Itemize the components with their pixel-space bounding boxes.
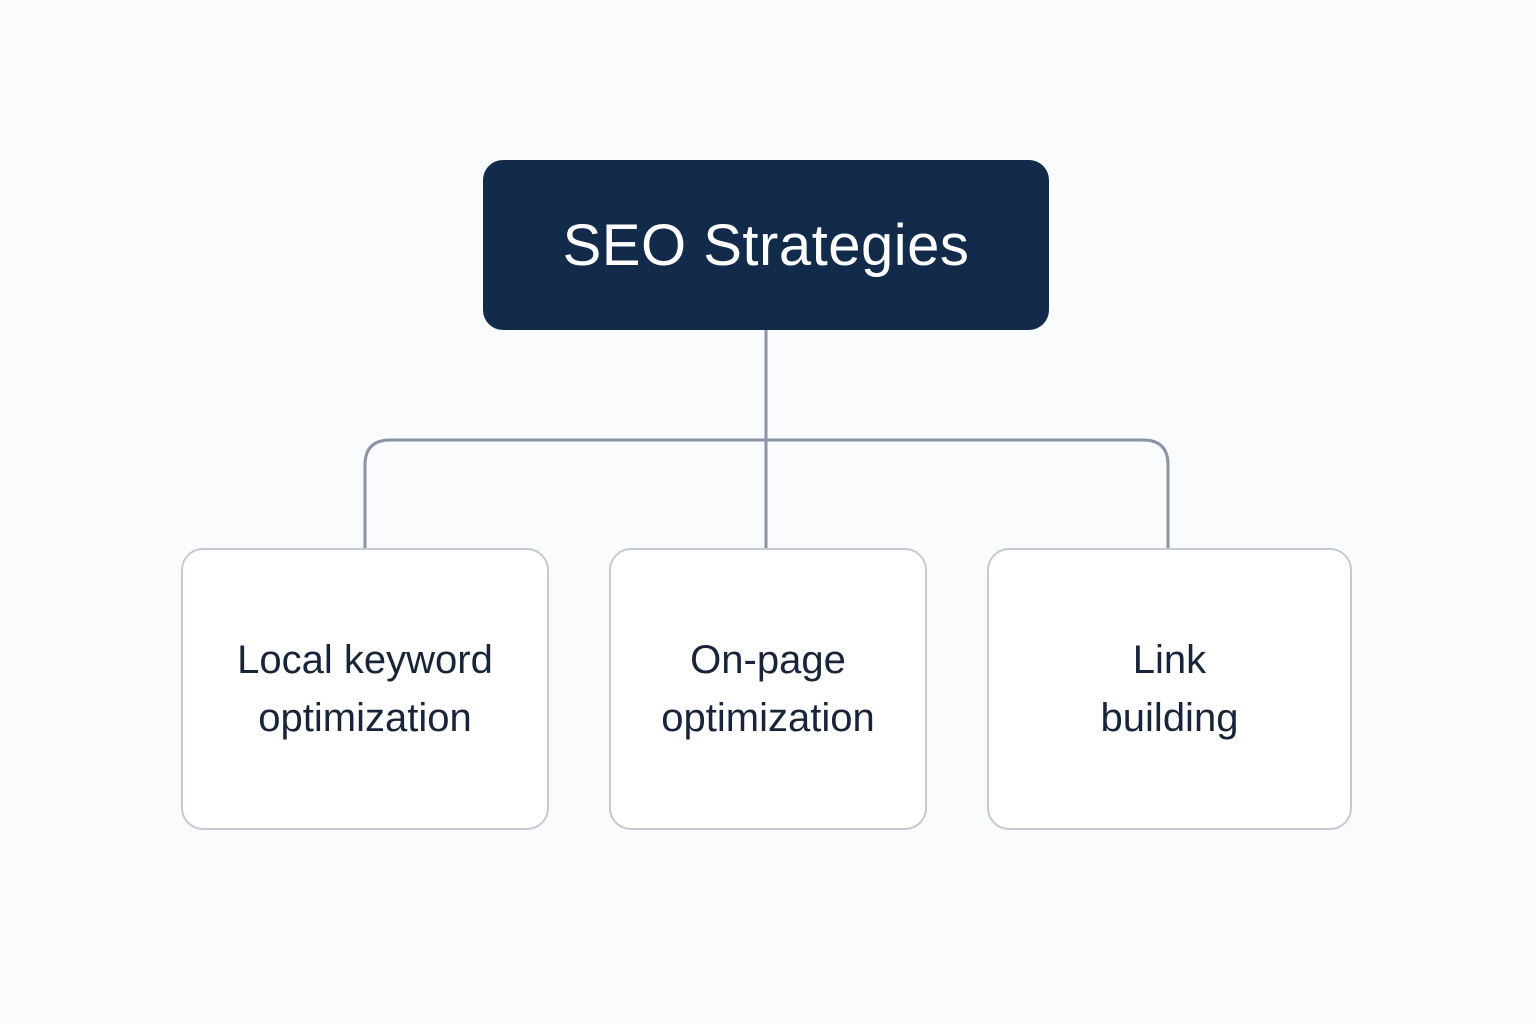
child-node-label: Local keyword optimization	[237, 638, 493, 740]
connector-right-branch	[1142, 438, 1170, 548]
root-node-label: SEO Strategies	[562, 212, 970, 278]
child-node-label: On-page optimization	[661, 638, 875, 740]
connector-left-branch	[363, 438, 391, 548]
child-node-label: Link building	[1100, 638, 1239, 740]
root-node: SEO Strategies	[483, 160, 1049, 330]
child-node-on-page: On-page optimization	[609, 548, 927, 830]
child-node-local-keyword: Local keyword optimization	[181, 548, 549, 830]
child-node-link-building: Link building	[987, 548, 1352, 830]
